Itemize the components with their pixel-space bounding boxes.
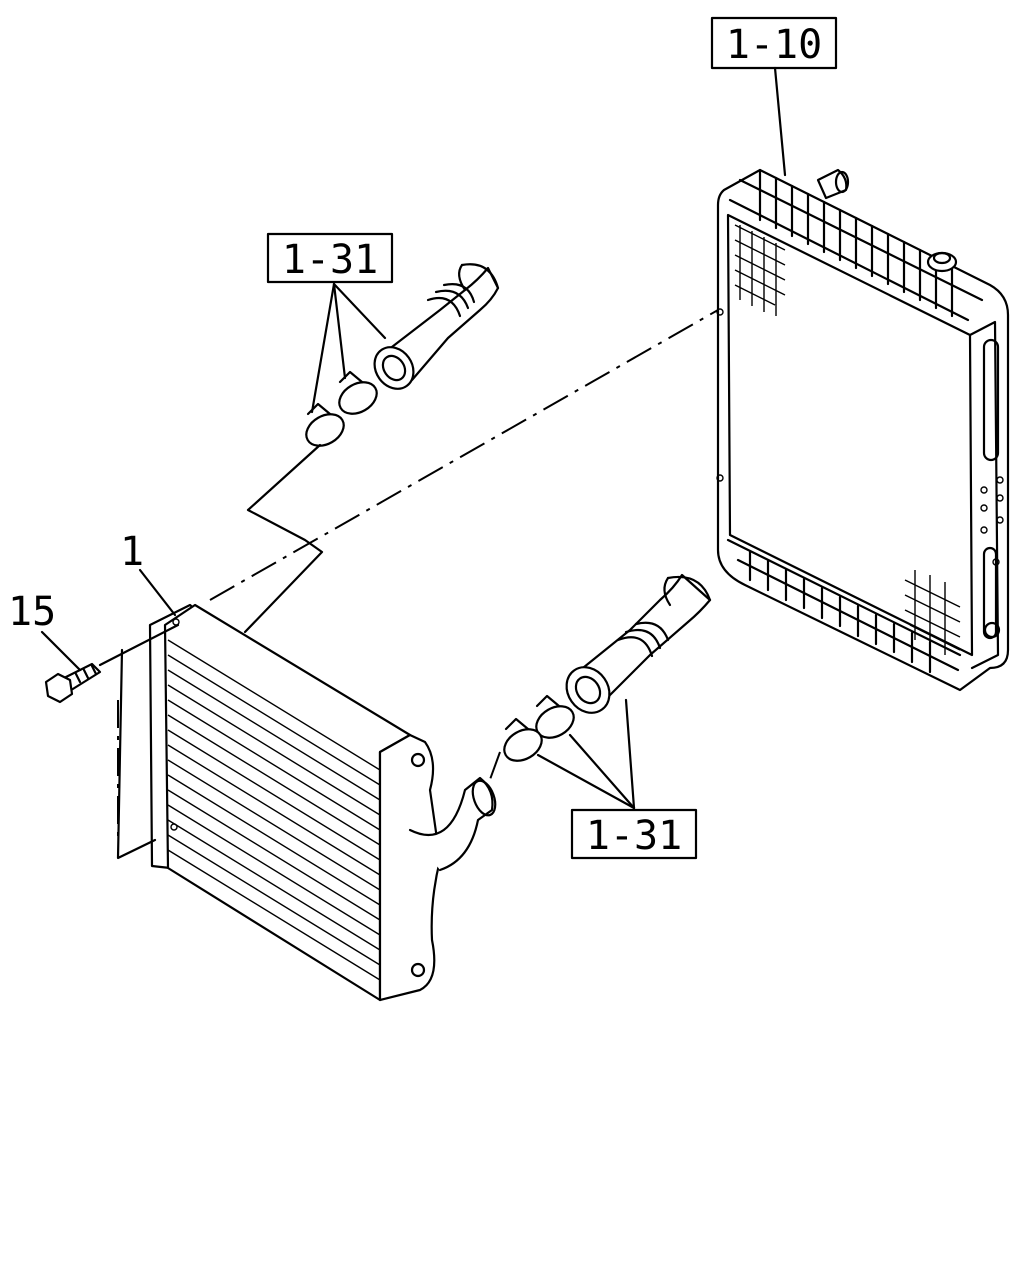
callout-radiator: 1-10 [710, 16, 838, 177]
intercooler [148, 603, 497, 1002]
radiator-holes [716, 308, 1004, 639]
intercooler-fins [167, 639, 381, 981]
callout-radiator-text: 1-10 [726, 22, 822, 68]
callout-hose-lower-text: 1-31 [586, 813, 682, 859]
callout-hose-lower: 1-31 [536, 698, 698, 860]
callout-hose-upper: 1-31 [266, 232, 394, 414]
upper-hose-assembly [305, 263, 500, 447]
callout-intercooler: 1 [120, 529, 177, 617]
radiator-lower-fins [748, 550, 932, 674]
callout-hose-upper-text: 1-31 [282, 237, 378, 283]
radiator [716, 168, 1010, 692]
callout-bolt: 15 [8, 589, 82, 672]
callout-bolt-text: 15 [8, 589, 56, 635]
radiator-upper-fins [758, 168, 954, 318]
assembly-lines [98, 309, 719, 860]
callout-intercooler-text: 1 [120, 529, 144, 575]
lower-hose-assembly [503, 573, 712, 762]
radiator-core-hatch [734, 224, 961, 655]
bolt [44, 662, 102, 704]
